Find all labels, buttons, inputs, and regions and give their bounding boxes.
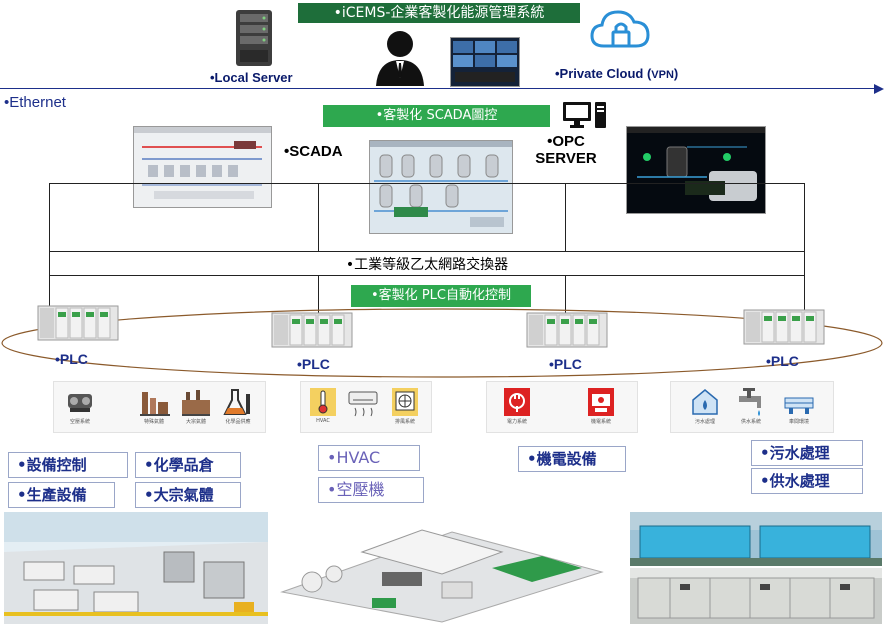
category-chemical-storage: •化學品倉 (135, 452, 241, 478)
icon-caption: 供水系統 (740, 419, 761, 425)
plc-label-4: •PLC (766, 353, 799, 369)
ethernet-arrow (874, 84, 884, 94)
plc-device-3 (525, 307, 609, 351)
plc-label-3: •PLC (549, 356, 582, 372)
electrical-panel-icon: 機電系統 (583, 386, 619, 425)
icon-caption: 空壓系統 (69, 419, 90, 425)
compressor-icon: 空壓系統 (62, 386, 98, 425)
ethernet-line (0, 88, 878, 89)
connector-4 (804, 183, 805, 251)
plc-device-4 (742, 304, 826, 348)
opc-line-2: SERVER (535, 150, 597, 167)
workshop-environment-icon: 車間環境 (781, 386, 817, 425)
private-cloud-label: •Private Cloud (VPN) (555, 66, 678, 81)
switch-label: •工業等級乙太網路交換器 (345, 257, 509, 273)
ethernet-label: •Ethernet (4, 94, 66, 111)
plc-device-2 (270, 307, 354, 351)
plc-device-1 (36, 300, 120, 344)
category-mep-equipment: •機電設備 (518, 446, 626, 472)
vpn-text: VPN (651, 69, 674, 81)
scada-screen-2 (369, 140, 513, 234)
bus-line-top (49, 183, 805, 184)
plc-connector-1 (49, 276, 50, 316)
switchgear-image (630, 568, 882, 624)
plant-3d-image (272, 512, 612, 624)
connector-1 (49, 183, 50, 251)
connector-2 (318, 183, 319, 251)
scada-label: •SCADA (284, 143, 343, 160)
category-bulk-gas: •大宗氣體 (135, 482, 241, 508)
category-equipment-control: •設備控制 (8, 452, 128, 478)
user-icon (372, 28, 428, 86)
icon-caption: 化學品供應 (225, 419, 251, 425)
category-water-supply: •供水處理 (751, 468, 863, 494)
category-hvac: •HVAC (318, 445, 420, 471)
private-cloud-text: •Private Cloud ( (555, 66, 652, 81)
page-title: •iCEMS-企業客製化能源管理系統 (298, 3, 580, 23)
icon-caption: 大宗氣體 (185, 419, 206, 425)
icon-caption: 污水處理 (694, 419, 715, 425)
water-tank-image (630, 512, 882, 566)
private-cloud-close: ) (673, 66, 679, 81)
opc-line-1: •OPC (547, 133, 585, 150)
icon-caption: 排風系統 (394, 419, 415, 425)
thermometer-icon: HVAC (305, 386, 341, 424)
opc-label: •OPC SERVER (530, 133, 602, 167)
icon-group-2: HVAC 排風系統 (300, 381, 432, 433)
water-tap-icon: 供水系統 (733, 386, 769, 425)
chemical-icon: 化學品供應 (220, 386, 256, 425)
plc-connector-3 (565, 276, 566, 316)
power-plug-icon: 電力系統 (499, 386, 535, 425)
connector-3 (565, 183, 566, 251)
icon-group-4: 污水處理 供水系統 車間環境 (670, 381, 834, 433)
scada-tag: •客製化 SCADA圖控 (323, 105, 550, 127)
bulk-gas-icon: 大宗氣體 (178, 386, 214, 425)
plc-connector-2 (318, 276, 319, 316)
exhaust-fan-icon: 排風系統 (387, 386, 423, 425)
factory-floor-image (4, 512, 268, 624)
server-icon (230, 8, 278, 70)
category-wastewater: •污水處理 (751, 440, 863, 466)
air-conditioner-icon (345, 386, 381, 418)
scada-screen-1 (133, 126, 272, 208)
icon-caption: HVAC (316, 418, 330, 424)
icon-caption: 機電系統 (590, 419, 611, 425)
factory-gas-icon: 特殊氣體 (136, 386, 172, 425)
desktop-icon (562, 100, 608, 130)
icon-caption: 電力系統 (506, 419, 527, 425)
category-air-compressor: •空壓機 (318, 477, 424, 503)
category-production-equipment: •生產設備 (8, 482, 115, 508)
plc-connector-4 (804, 276, 805, 316)
icon-caption: 車間環境 (788, 419, 809, 425)
control-room-image (450, 37, 520, 87)
local-server-label: •Local Server (210, 70, 293, 85)
icon-group-1: 空壓系統 特殊氣體 大宗氣體 化學品供應 (53, 381, 266, 433)
plc-label-2: •PLC (297, 356, 330, 372)
cloud-lock-icon (588, 4, 654, 64)
plc-tag: •客製化 PLC自動化控制 (351, 285, 531, 307)
icon-group-3: 電力系統 機電系統 (486, 381, 638, 433)
plc-label-1: •PLC (55, 351, 88, 367)
opc-screen (626, 126, 766, 214)
plc-ellipse (0, 305, 888, 385)
ethernet-switch-bar (49, 251, 805, 276)
wastewater-icon: 污水處理 (687, 386, 723, 425)
icon-caption: 特殊氣體 (143, 419, 164, 425)
